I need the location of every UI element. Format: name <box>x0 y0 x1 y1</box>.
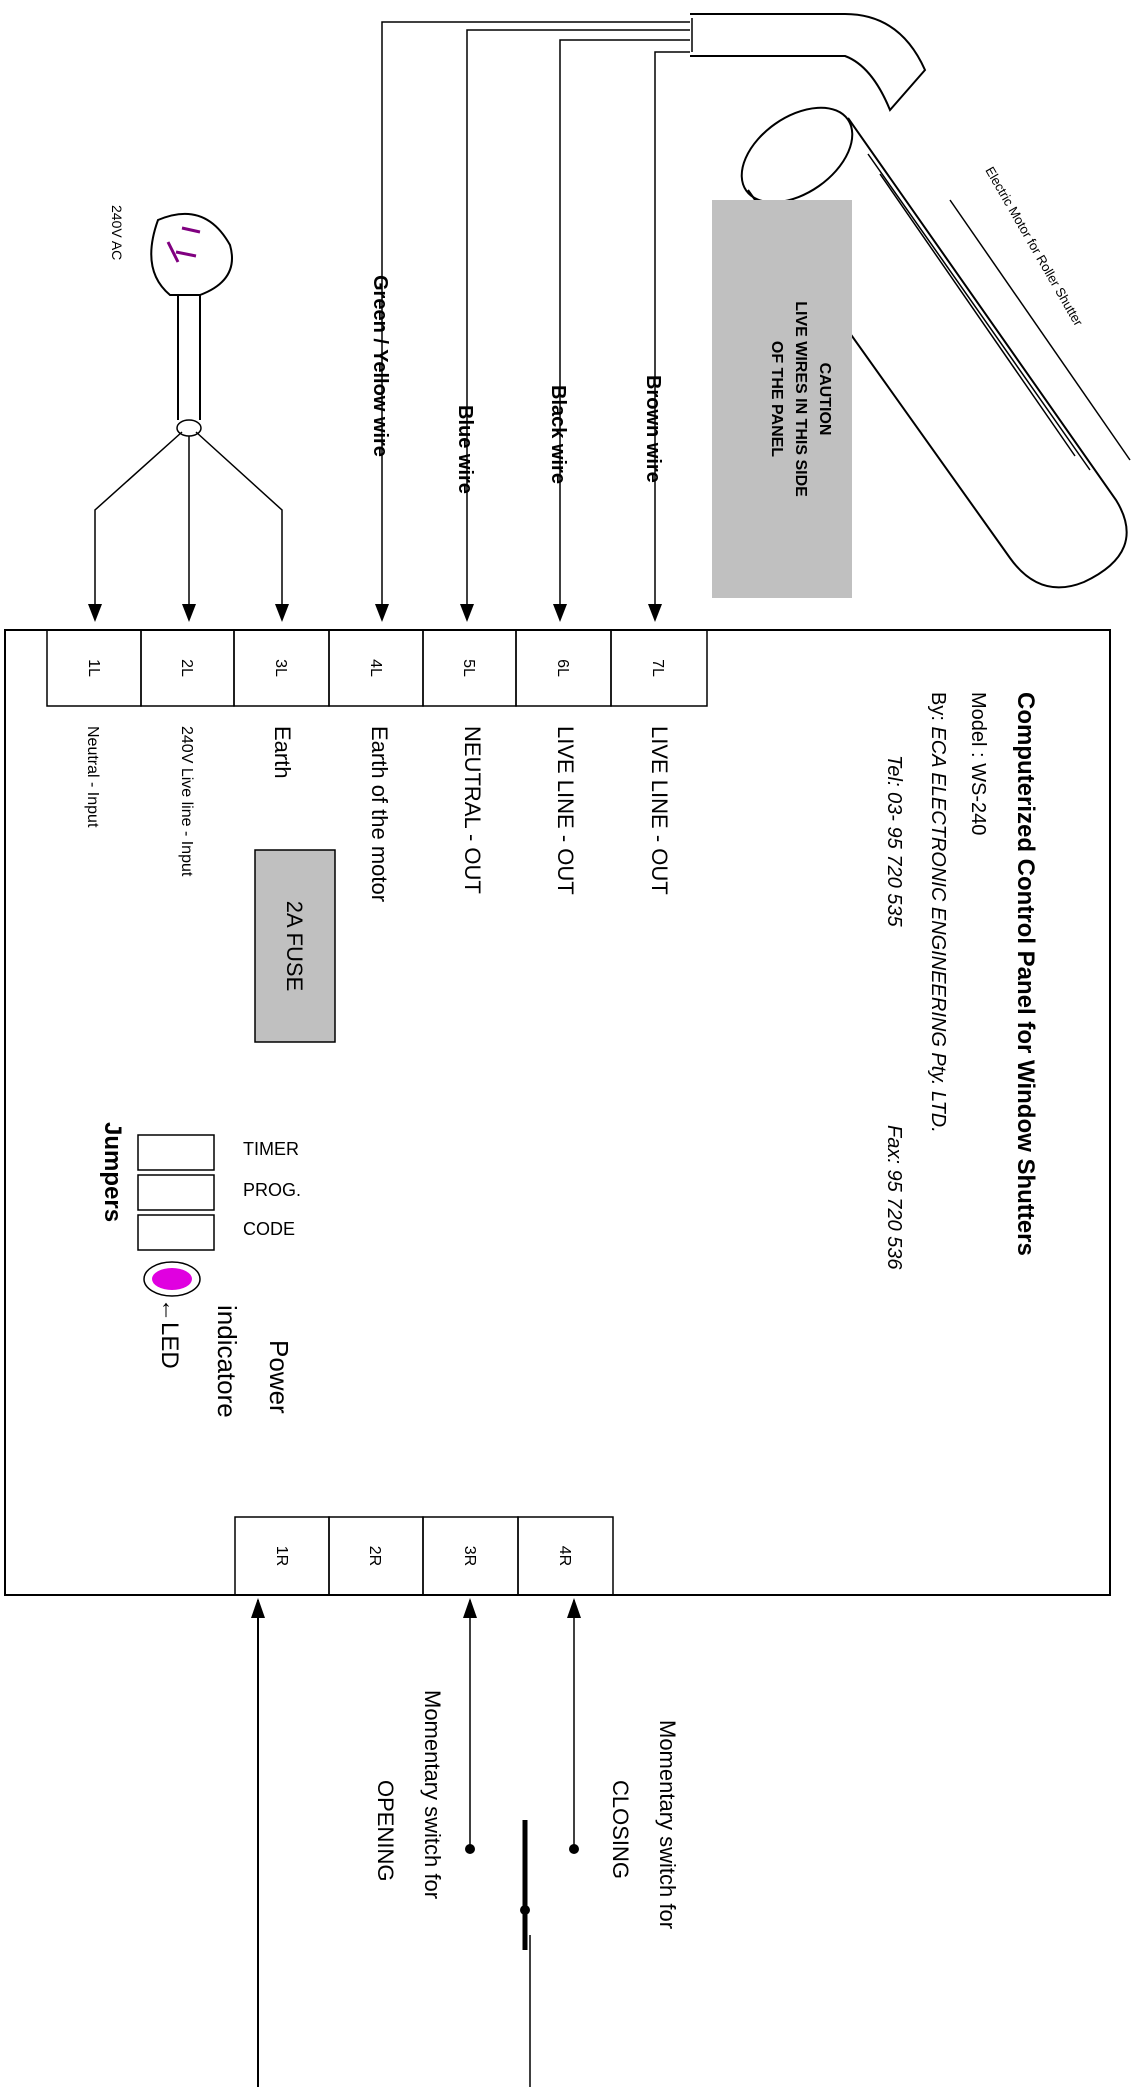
jumper-prog[interactable] <box>137 1174 215 1211</box>
terminal-6L-desc: LIVE LINE - OUT <box>553 726 578 895</box>
jumper-prog-label: PROG. <box>243 1180 301 1200</box>
caution-line-3: OF THE PANEL <box>768 341 785 457</box>
right-terminal-strip: 1R 2R 3R 4R <box>234 1516 614 1596</box>
panel-model: Model : WS-240 <box>967 692 989 835</box>
panel-title: Computerized Control Panel for Window Sh… <box>1012 692 1039 1256</box>
terminal-1L-desc: Neutral - Input <box>84 726 101 828</box>
terminal-1R-label: 1R <box>273 1546 290 1566</box>
arrow-icon <box>182 604 196 622</box>
jumpers: TIMER PROG. CODE Jumpers <box>99 1122 301 1251</box>
motor-body <box>747 117 1128 589</box>
led-pointer-label: ←LED <box>156 1298 183 1369</box>
indicatore-label: indicatore <box>212 1305 242 1418</box>
brown-wire-label: Brown wire <box>642 375 664 483</box>
jumper-timer-label: TIMER <box>243 1139 299 1159</box>
terminal-4L-label: 4L <box>367 659 384 677</box>
blue-wire <box>466 29 690 586</box>
caution-background <box>712 200 852 598</box>
terminal-7L[interactable] <box>610 629 708 707</box>
plug-label: 240V AC <box>109 205 125 260</box>
motor-label: Electric Motor for Roller Shutter <box>982 164 1086 329</box>
motor-end <box>740 106 854 204</box>
arrow-icon <box>251 1598 265 1618</box>
opening-switch-label-1: Momentary switch for <box>420 1690 445 1899</box>
earth-wire <box>195 431 283 586</box>
terminal-4L-desc: Earth of the motor <box>367 726 392 902</box>
control-panel: Computerized Control Panel for Window Sh… <box>4 629 1111 1596</box>
panel-tel: Tel: 03- 95 720 535 <box>883 755 905 927</box>
arrow-icon <box>375 604 389 622</box>
motor-stripe <box>949 199 1131 461</box>
terminal-2L-label: 2L <box>178 659 195 677</box>
closing-switch-label-1: Momentary switch for <box>655 1720 680 1929</box>
fuse-label: 2A FUSE <box>282 901 307 991</box>
arrow-icon <box>463 1598 477 1618</box>
terminal-4R[interactable] <box>517 1516 614 1596</box>
opening-switch-label-2: OPENING <box>373 1780 398 1881</box>
terminal-2L-desc: 240V Live line - Input <box>178 726 195 877</box>
terminal-5L-label: 5L <box>460 659 477 677</box>
jumper-code[interactable] <box>137 1214 215 1251</box>
power-plug: 240V AC <box>88 205 289 622</box>
terminal-3L-label: 3L <box>272 659 289 677</box>
plug-pins-icon <box>166 226 201 263</box>
arrow-icon <box>567 1598 581 1618</box>
power-label: Power <box>264 1340 294 1414</box>
terminal-7L-label: 7L <box>649 659 666 677</box>
arrow-icon <box>275 604 289 622</box>
black-wire-label: Black wire <box>547 385 569 484</box>
closing-contact <box>569 1844 579 1854</box>
neutral-wire <box>94 431 183 586</box>
terminal-6L-label: 6L <box>554 659 571 677</box>
arrow-icon <box>553 604 567 622</box>
terminal-3R-label: 3R <box>461 1546 478 1566</box>
arrow-icon <box>648 604 662 622</box>
left-terminal-strip: 1L 2L 3L 4L 5L 6L 7L <box>46 629 708 707</box>
green-yellow-wire <box>381 21 690 586</box>
blue-wire-label: Blue wire <box>454 405 476 494</box>
motor-stripe <box>879 173 1076 457</box>
fuse-box <box>254 849 336 1043</box>
opening-contact <box>465 1844 475 1854</box>
terminal-5L-desc: NEUTRAL - OUT <box>460 726 485 894</box>
green-yellow-wire-label: Green / Yellow wire <box>369 275 391 457</box>
plug-head <box>150 212 233 296</box>
black-wire <box>559 39 690 586</box>
terminal-3L-desc: Earth <box>270 726 295 779</box>
motor-cable <box>690 13 927 112</box>
jumper-timer[interactable] <box>137 1134 215 1171</box>
caution-title: CAUTION <box>816 363 833 436</box>
fuse: 2A FUSE <box>254 849 336 1043</box>
led-icon <box>152 1268 192 1290</box>
caution-box: CAUTION LIVE WIRES IN THIS SIDE OF THE P… <box>712 200 852 598</box>
jumpers-title: Jumpers <box>99 1122 126 1222</box>
terminal-1L-label: 1L <box>85 659 102 677</box>
motor-wires: Green / Yellow wire Blue wire Black wire… <box>369 21 690 622</box>
switch-pivot <box>520 1905 530 1915</box>
arrow-icon <box>460 604 474 622</box>
jumper-code-label: CODE <box>243 1219 295 1239</box>
terminal-2R-label: 2R <box>366 1546 383 1566</box>
arrow-icon <box>88 604 102 622</box>
panel-maker: By: ECA ELECTRONIC ENGINEERING Pty. LTD. <box>927 692 949 1133</box>
caution-line-2: LIVE WIRES IN THIS SIDE <box>792 301 809 497</box>
brown-wire <box>654 51 690 586</box>
led-indicator: ←LED Power indicatore <box>143 1261 294 1418</box>
terminal-7L-desc: LIVE LINE - OUT <box>647 726 672 895</box>
terminal-4R-label: 4R <box>556 1546 573 1566</box>
panel-fax: Fax: 95 720 536 <box>883 1125 905 1270</box>
switch-wiring: Momentary switch for CLOSING Momentary s… <box>251 1598 680 2087</box>
closing-switch-label-2: CLOSING <box>608 1780 633 1879</box>
motor-stripe <box>867 153 1091 471</box>
